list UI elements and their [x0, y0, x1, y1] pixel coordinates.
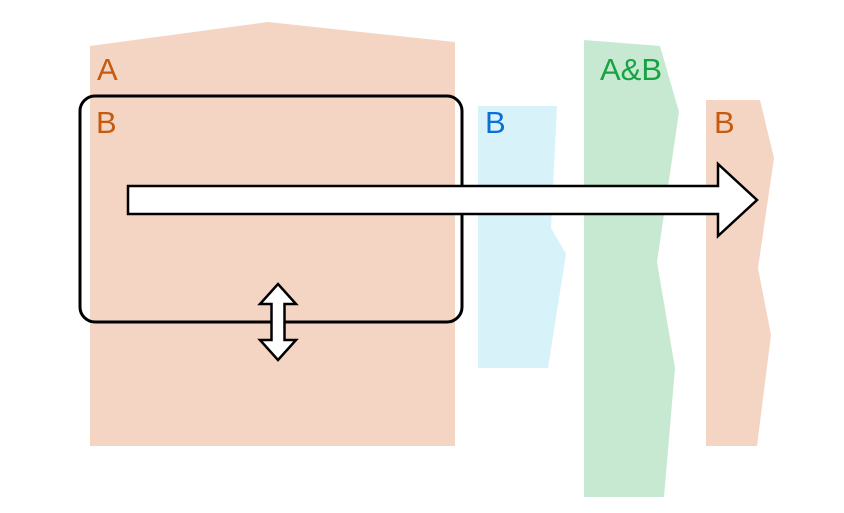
label-b-cyan: B [485, 105, 506, 140]
label-a: A [97, 52, 118, 87]
label-ab: A&B [600, 52, 663, 87]
flow-arrow [126, 161, 759, 239]
label-b-right: B [714, 105, 735, 140]
region-a-shape [90, 22, 455, 446]
label-b-main: B [96, 105, 117, 140]
strip-b-right-shape [706, 100, 774, 446]
double-arrow [257, 282, 299, 362]
strip-b-cyan-shape [478, 106, 566, 368]
strip-ab-shape [584, 40, 679, 497]
